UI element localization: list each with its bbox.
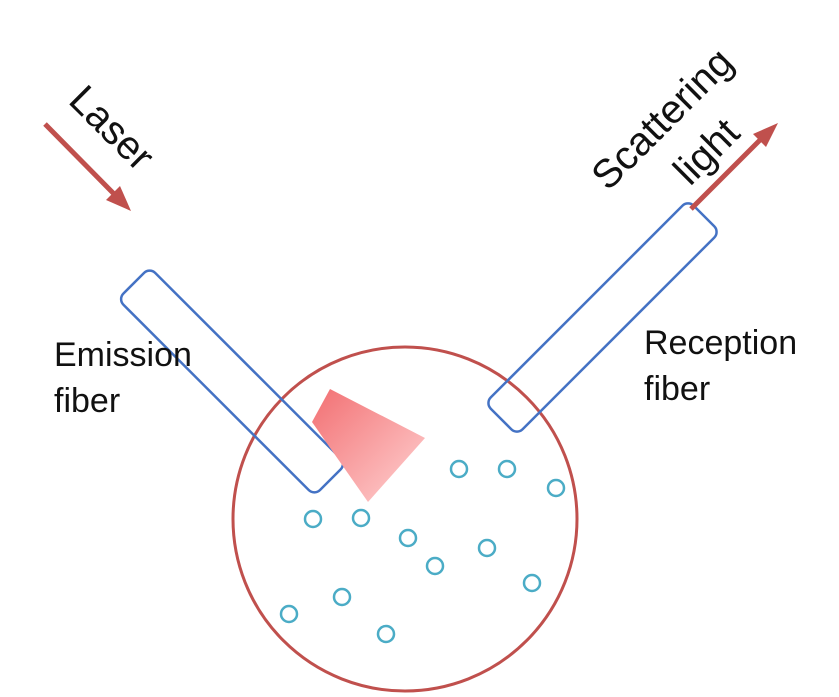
particle (376, 624, 396, 644)
scattering-arrow (689, 123, 778, 211)
reception-label-line2: fiber (644, 370, 710, 408)
emission-label-line1: Emission (54, 336, 192, 374)
particle (398, 528, 418, 548)
particle (279, 604, 299, 624)
emission-label-line2: fiber (54, 382, 120, 420)
reception-label-line1: Reception (644, 324, 797, 362)
particle (477, 538, 497, 558)
particle (303, 509, 323, 529)
emission-fiber (119, 269, 345, 494)
particle (351, 508, 371, 528)
particle (425, 556, 445, 576)
particle (449, 459, 469, 479)
particles (279, 459, 566, 644)
laser-label: Laser (61, 77, 163, 179)
particle (332, 587, 352, 607)
particle (546, 478, 566, 498)
reception-fiber (487, 202, 718, 433)
particle (497, 459, 517, 479)
laser-arrow (43, 122, 131, 211)
sample-circle (231, 345, 579, 693)
light-beam (312, 389, 425, 502)
particle (522, 573, 542, 593)
